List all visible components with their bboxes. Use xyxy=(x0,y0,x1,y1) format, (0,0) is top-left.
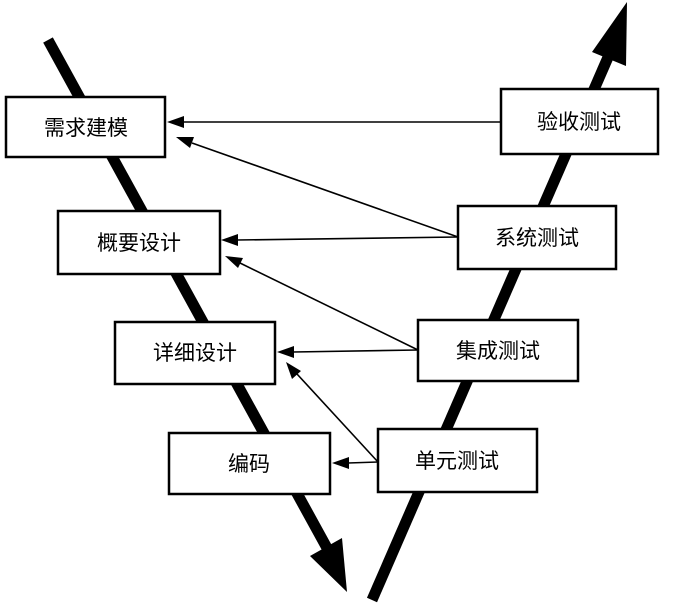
box-system-test-label: 系统测试 xyxy=(495,226,579,250)
box-integration-test-label: 集成测试 xyxy=(456,339,540,363)
connector-integration-to-detail xyxy=(292,349,419,353)
connector-unit-to-detail-head xyxy=(286,362,301,379)
box-outline-design-label: 概要设计 xyxy=(97,231,181,255)
connector-system-to-requirements-head xyxy=(176,137,194,148)
box-outline-design: 概要设计 xyxy=(56,209,222,276)
testing-arrowhead xyxy=(592,2,627,66)
box-unit-test-label: 单元测试 xyxy=(415,449,499,473)
box-acceptance-test: 验收测试 xyxy=(499,87,660,156)
connector-unit-to-coding-head xyxy=(332,457,349,469)
box-requirements: 需求建模 xyxy=(4,95,167,159)
box-coding-label: 编码 xyxy=(228,452,270,476)
connector-system-to-requirements xyxy=(191,142,459,238)
box-system-test: 系统测试 xyxy=(456,204,618,271)
box-detail-design-label: 详细设计 xyxy=(153,341,237,365)
connector-system-to-outline xyxy=(236,236,459,241)
connector-system-to-outline-head xyxy=(221,234,238,246)
box-acceptance-test-label: 验收测试 xyxy=(537,110,621,134)
box-coding: 编码 xyxy=(167,431,332,496)
connector-unit-to-detail xyxy=(296,373,379,463)
box-requirements-label: 需求建模 xyxy=(44,116,128,140)
connector-unit-to-coding xyxy=(347,461,379,464)
box-unit-test: 单元测试 xyxy=(376,427,539,494)
connector-integration-to-outline xyxy=(239,262,419,351)
connector-acceptance-to-requirements-head xyxy=(167,116,184,128)
development-arrowhead xyxy=(310,538,347,592)
box-detail-design: 详细设计 xyxy=(113,320,277,386)
box-integration-test: 集成测试 xyxy=(416,318,580,383)
connector-integration-to-outline-head xyxy=(225,256,243,268)
connectors xyxy=(167,116,501,469)
connector-integration-to-detail-head xyxy=(277,346,294,358)
